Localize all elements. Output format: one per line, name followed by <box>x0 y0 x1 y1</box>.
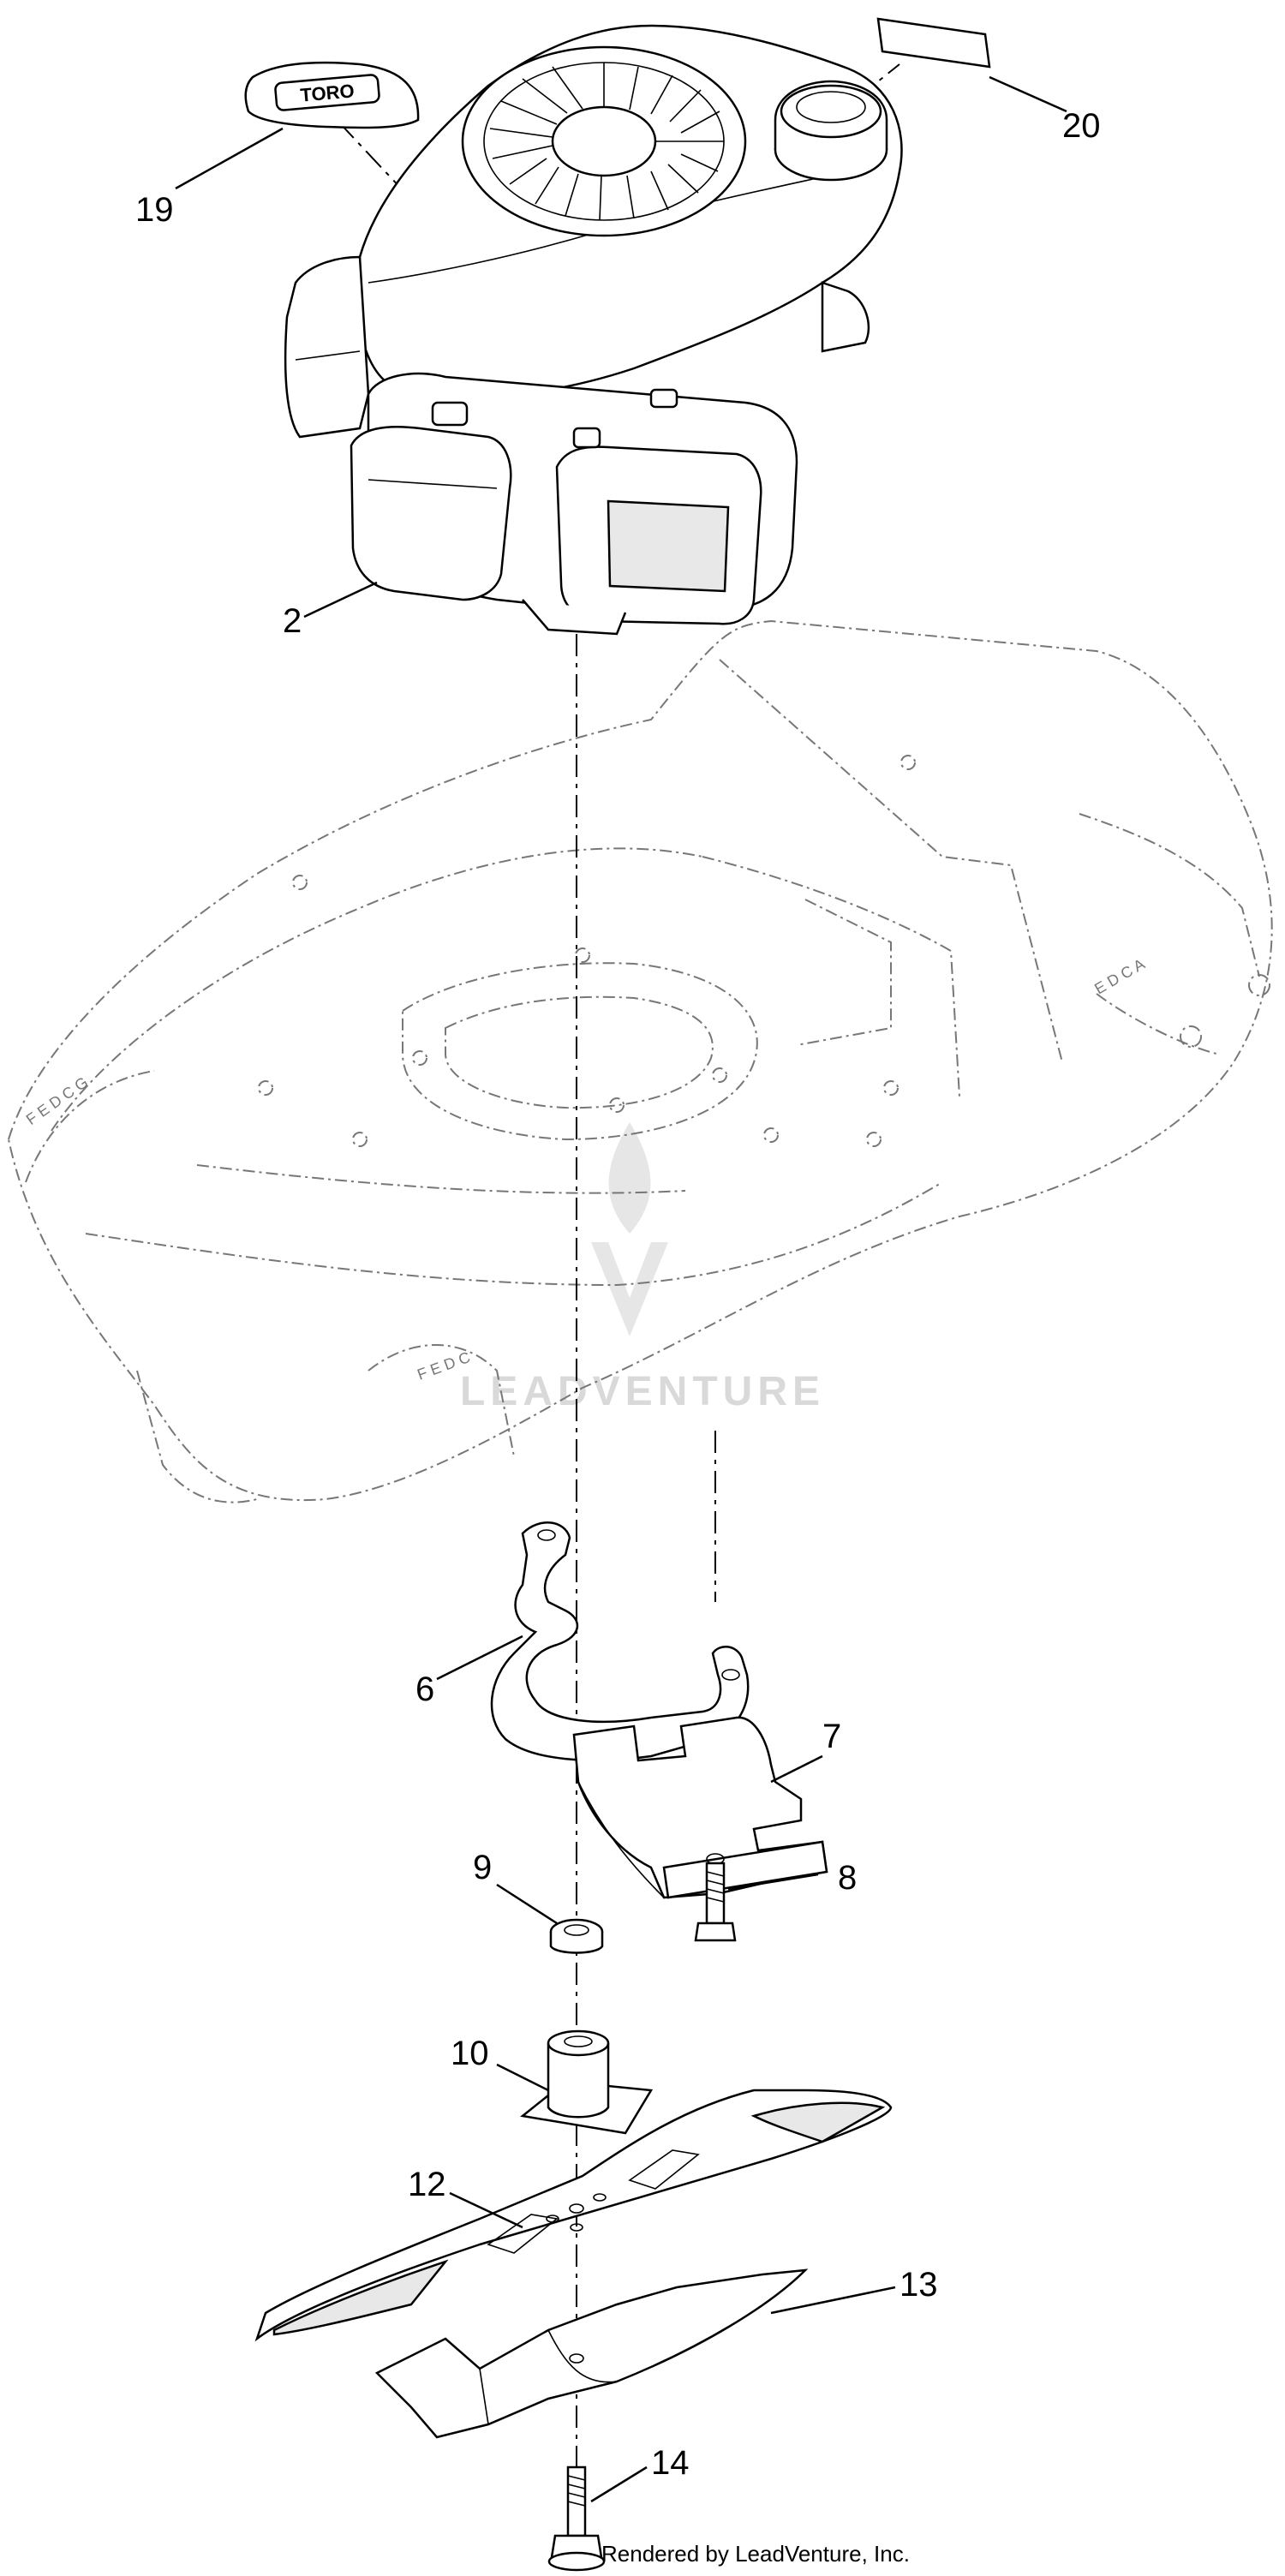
callout-12: 12 <box>408 2166 446 2203</box>
callout-2: 2 <box>283 602 302 640</box>
callout-7: 7 <box>822 1718 841 1755</box>
callout-10: 10 <box>451 2035 489 2072</box>
leader-lines <box>175 75 1067 2503</box>
callout-14: 14 <box>651 2444 690 2482</box>
blade-adapter-10 <box>520 2029 654 2135</box>
watermark-flame-icon <box>608 1122 651 1234</box>
engine <box>284 24 903 636</box>
bracket-6 <box>490 1521 750 1762</box>
shield-7 <box>572 1716 828 1899</box>
blade-wing-13 <box>374 2268 809 2439</box>
callout-9: 9 <box>473 1849 492 1886</box>
washer-9 <box>549 1918 604 1954</box>
render-credit: Rendered by LeadVenture, Inc. <box>601 2541 910 2567</box>
label-20 <box>876 17 991 69</box>
deck-marking-right-rear: E D C A <box>1091 955 1147 997</box>
callout-13: 13 <box>900 2266 938 2304</box>
decal-19: TORO <box>244 61 420 129</box>
bolt-8 <box>694 1862 737 1942</box>
callout-8: 8 <box>838 1859 857 1897</box>
callout-20: 20 <box>1062 107 1101 145</box>
deck-marking-left-front: F E D C G <box>23 1073 91 1128</box>
blade-bolt-14 <box>547 2465 606 2572</box>
callouts: 19 20 2 6 7 8 9 10 12 13 14 <box>135 107 1101 2482</box>
callout-6: 6 <box>415 1671 434 1708</box>
blade-12 <box>254 2089 893 2342</box>
watermark-v-icon <box>591 1242 668 1336</box>
watermark: LEADVENTURE <box>460 1122 825 1414</box>
decal-19-text: TORO <box>299 80 355 105</box>
watermark-text: LEADVENTURE <box>460 1369 825 1414</box>
callout-19: 19 <box>135 191 174 229</box>
